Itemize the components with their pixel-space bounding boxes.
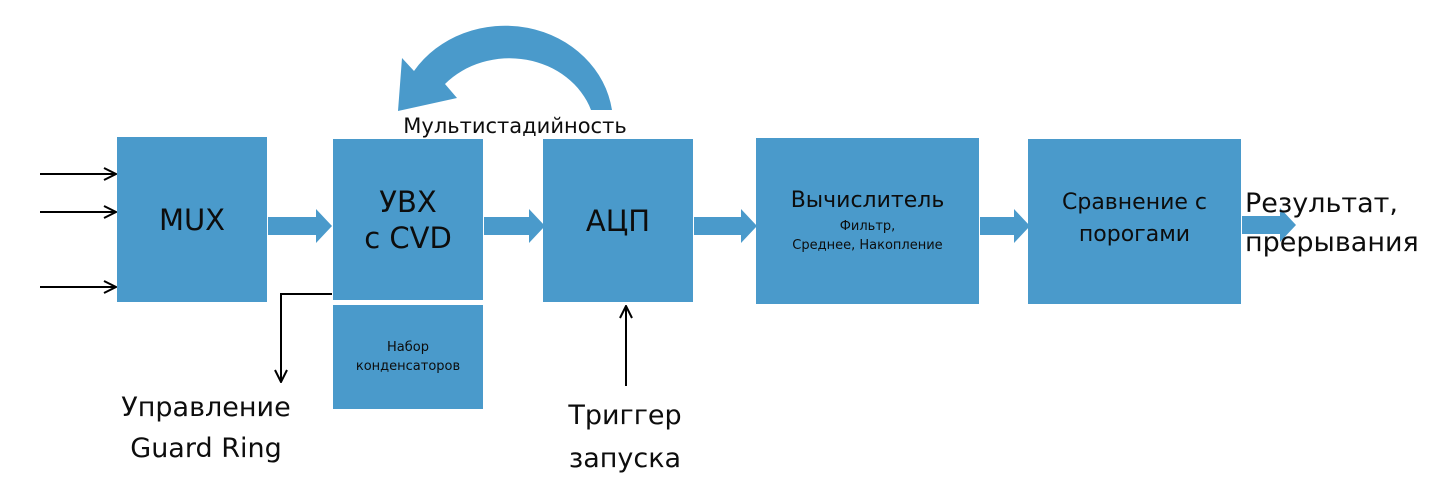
uvx-label-line1: УВХ	[379, 184, 437, 219]
calculator-sub-line2: Среднее, Накопление	[792, 238, 943, 253]
guard-ring-line	[281, 293, 332, 382]
calculator-title: Вычислитель	[790, 188, 945, 213]
guard-ring-label-line1: Управление	[121, 392, 291, 423]
arrow-calc-to-compare	[980, 209, 1030, 243]
uvx-label-line2: с CVD	[364, 220, 452, 255]
arrow-mux-to-uvx	[268, 209, 332, 243]
guard-ring-label-line2: Guard Ring	[130, 433, 282, 464]
mux-label: MUX	[158, 202, 226, 237]
arrow-compare-to-result	[1242, 208, 1296, 242]
trigger-label: Триггер запуска	[540, 394, 710, 480]
guard-ring-label: Управление Guard Ring	[86, 387, 326, 469]
multistage-curve-arrow	[398, 25, 612, 111]
arrow-uvx-to-adc	[484, 209, 545, 243]
capacitor-bank-block: Набор конденсаторов	[333, 305, 483, 409]
arrow-adc-to-calc	[694, 209, 757, 243]
calculator-block: Вычислитель Фильтр, Среднее, Накопление	[756, 138, 979, 304]
adc-label: АЦП	[585, 203, 651, 238]
threshold-compare-block: Сравнение с порогами	[1028, 139, 1241, 304]
result-label-line2: прерывания	[1245, 227, 1419, 258]
capacitor-label-line1: Набор	[387, 340, 429, 355]
capacitor-label-line2: конденсаторов	[355, 359, 461, 374]
adc-block: АЦП	[543, 139, 693, 302]
result-label: Результат, прерывания	[1245, 184, 1443, 262]
trigger-label-line1: Триггер	[568, 400, 682, 431]
uvx-block: УВХ с CVD	[333, 139, 483, 300]
mux-block: MUX	[117, 137, 267, 302]
calculator-sub-line1: Фильтр,	[839, 219, 896, 234]
trigger-label-line2: запуска	[568, 443, 682, 474]
compare-label-line1: Сравнение с	[1062, 190, 1207, 215]
result-label-line1: Результат,	[1245, 188, 1398, 219]
multistage-label: Мультистадийность	[403, 114, 627, 138]
compare-label-line2: порогами	[1078, 222, 1191, 247]
